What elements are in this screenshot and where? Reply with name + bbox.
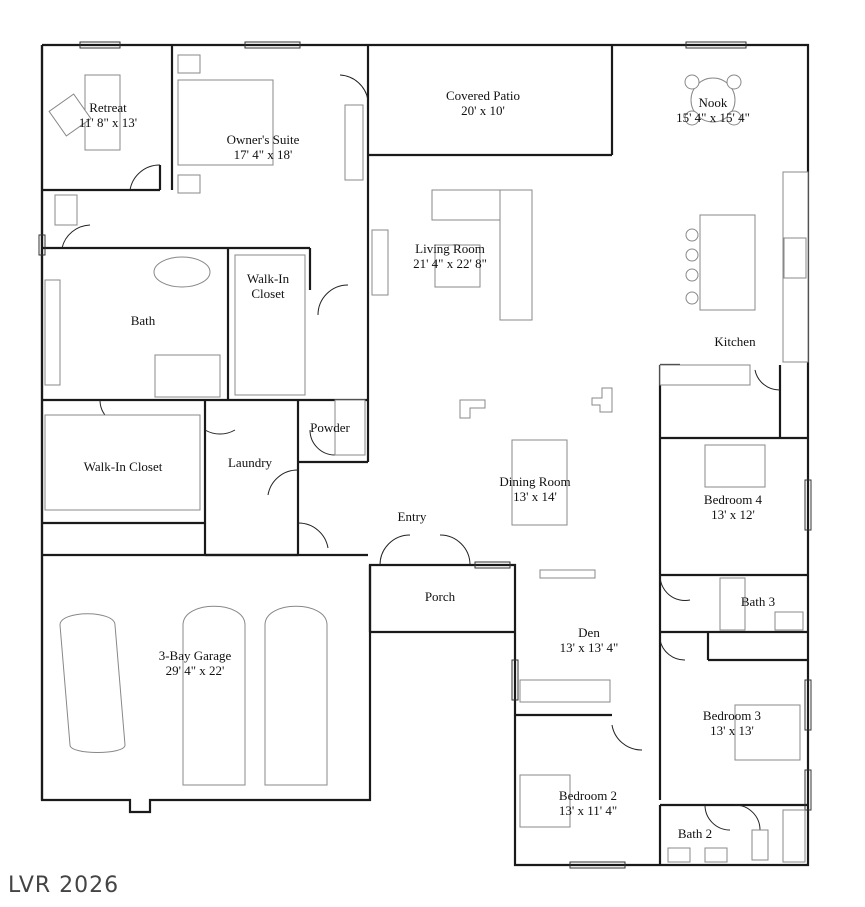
room-name: Bedroom 3: [702, 708, 762, 723]
room-label-kitchen: Kitchen: [714, 334, 755, 349]
room-label-entry: Entry: [398, 509, 427, 524]
room-name: Nook: [698, 95, 728, 110]
room-name: Powder: [310, 420, 350, 435]
room-name: Bath: [130, 313, 156, 328]
room-name: Covered Patio: [445, 88, 521, 103]
room-name: Bath 2: [677, 826, 713, 841]
room-name: Laundry: [227, 455, 273, 470]
room-dims: 20' x 10': [461, 103, 505, 118]
room-name: Bath 3: [740, 594, 776, 609]
exterior-walls: [40, 43, 810, 867]
room-name: Owner's Suite: [226, 132, 300, 147]
room-label-laundry: Laundry: [228, 455, 272, 470]
room-label-porch: Porch: [425, 589, 455, 604]
room-dims: 17' 4" x 18': [233, 147, 293, 162]
room-dims: 21' 4" x 22' 8": [413, 256, 487, 271]
windows: [38, 41, 812, 869]
room-label-bath-2: Bath 2: [678, 826, 712, 841]
room-dims: 13' x 13': [710, 723, 754, 738]
room-label-walk-in-closet-lower: Walk-In Closet: [84, 459, 163, 474]
room-name: Living Room: [415, 241, 485, 256]
room-label-bath-3: Bath 3: [741, 594, 775, 609]
watermark: LVR 2026: [8, 873, 120, 898]
room-name: 3-Bay Garage: [158, 648, 232, 663]
room-name: Retreat: [89, 100, 127, 115]
room-dims: 15' 4" x 15' 4": [676, 110, 750, 125]
room-name: Bedroom 2: [558, 788, 618, 803]
doors: [61, 74, 781, 831]
room-name: Entry: [397, 509, 427, 524]
room-dims: 29' 4" x 22': [165, 663, 225, 678]
room-name: Walk-In Closet: [246, 271, 290, 301]
room-name: Porch: [424, 589, 456, 604]
room-name: Dining Room: [499, 474, 571, 489]
furniture: [44, 54, 809, 863]
room-dims: 13' x 13' 4": [559, 640, 619, 655]
room-dims: 13' x 11' 4": [558, 803, 618, 818]
room-label-powder: Powder: [310, 420, 350, 435]
room-label-walk-in-closet-upper: Walk-In Closet: [243, 271, 293, 301]
room-name: Den: [578, 625, 600, 640]
room-dims: 11' 8" x 13': [78, 115, 138, 130]
interior-walls: [42, 45, 808, 865]
room-label-bath: Bath: [131, 313, 156, 328]
room-dims: 13' x 12': [711, 507, 755, 522]
room-name: Kitchen: [714, 334, 756, 349]
room-dims: 13' x 14': [513, 489, 557, 504]
room-name: Walk-In Closet: [83, 459, 163, 474]
room-name: Bedroom 4: [703, 492, 763, 507]
